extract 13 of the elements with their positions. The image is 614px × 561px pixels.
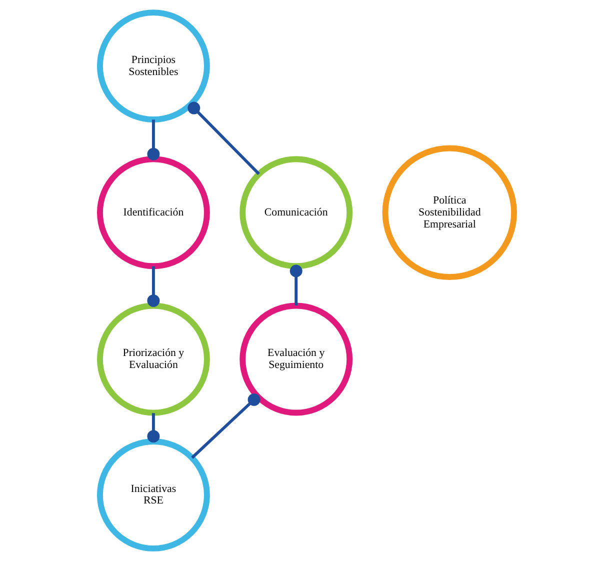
node-circle: Política Sostenibilidad Empresarial (382, 145, 518, 280)
node-circle: Iniciativas RSE (96, 438, 210, 552)
connector (147, 120, 160, 160)
connector (147, 266, 160, 307)
node-circle: Principios Sostenibles (96, 10, 210, 122)
connector (290, 264, 302, 306)
node-circle: Evaluación y Seguimiento (240, 302, 353, 416)
connector (188, 102, 260, 176)
node-circle: Priorización y Evaluación (96, 302, 210, 416)
connector (147, 413, 160, 443)
node-circle: Comunicación (240, 156, 353, 270)
node-circle: Identificación (96, 156, 210, 270)
connector (191, 393, 260, 459)
